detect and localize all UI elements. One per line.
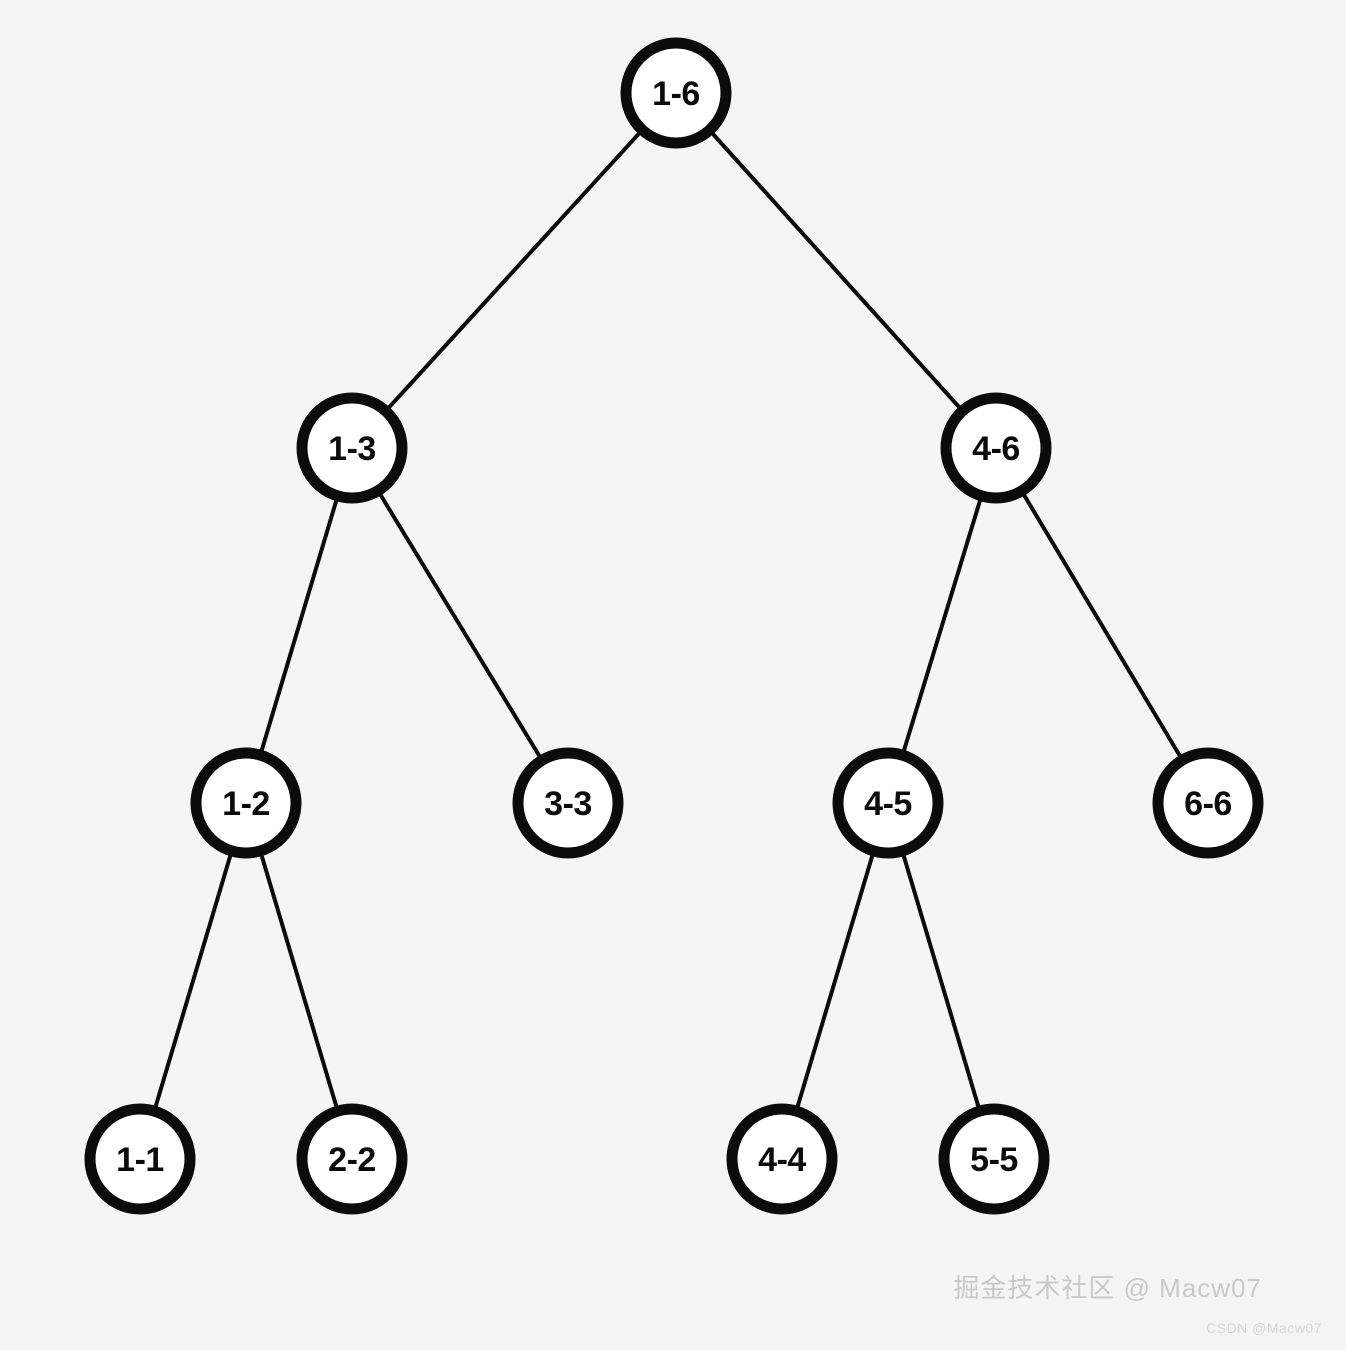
tree-node-circle[interactable] [296,1103,408,1215]
tree-node-1-2[interactable]: 1-2 [190,747,302,859]
tree-node-circle[interactable] [938,1103,1050,1215]
tree-node-5-5[interactable]: 5-5 [938,1103,1050,1215]
tree-node-circle[interactable] [726,1103,838,1215]
tree-node-label: 4-6 [972,430,1020,468]
tree-node-label: 5-5 [970,1141,1018,1179]
tree-node-label: 1-6 [652,75,700,113]
tree-edge [794,850,876,1112]
tree-node-label: 4-4 [758,1141,806,1179]
tree-edge [900,495,984,756]
tree-edges-layer [152,129,1184,1112]
tree-node-1-3[interactable]: 1-3 [296,392,408,504]
tree-node-3-3[interactable]: 3-3 [512,747,624,859]
tree-node-label: 4-5 [864,785,912,823]
tree-edge [900,850,982,1112]
tree-node-2-2[interactable]: 2-2 [296,1103,408,1215]
tree-node-6-6[interactable]: 6-6 [1152,747,1264,859]
tree-nodes-layer: 1-6 1-3 4-6 1-2 3-3 4-5 6-6 1-1 2-2 4-4 5-5 [84,37,1264,1215]
watermark-secondary: CSDN @Macw07 [1206,1320,1322,1336]
tree-node-label: 3-3 [544,785,592,823]
tree-node-circle[interactable] [832,747,944,859]
tree-node-circle[interactable] [190,747,302,859]
tree-node-circle[interactable] [512,747,624,859]
tree-node-label: 2-2 [328,1141,376,1179]
tree-edge [1020,490,1184,761]
tree-edge [384,129,644,412]
watermark-primary: 掘金技术社区 @ Macw07 [953,1273,1262,1303]
tree-edge [258,850,340,1112]
tree-edge [708,129,964,412]
tree-node-1-1[interactable]: 1-1 [84,1103,196,1215]
tree-node-4-5[interactable]: 4-5 [832,747,944,859]
tree-node-circle[interactable] [1152,747,1264,859]
tree-node-circle[interactable] [940,392,1052,504]
tree-node-circle[interactable] [620,37,732,149]
tree-node-circle[interactable] [296,392,408,504]
tree-node-label: 1-3 [328,430,376,468]
tree-edge [258,495,340,756]
tree-node-4-4[interactable]: 4-4 [726,1103,838,1215]
tree-node-label: 1-2 [222,785,270,823]
tree-node-label: 6-6 [1184,785,1232,823]
tree-node-4-6[interactable]: 4-6 [940,392,1052,504]
tree-node-circle[interactable] [84,1103,196,1215]
tree-node-1-6[interactable]: 1-6 [620,37,732,149]
tree-edge [376,489,544,762]
tree-node-label: 1-1 [116,1141,164,1179]
tree-edge [152,850,234,1112]
